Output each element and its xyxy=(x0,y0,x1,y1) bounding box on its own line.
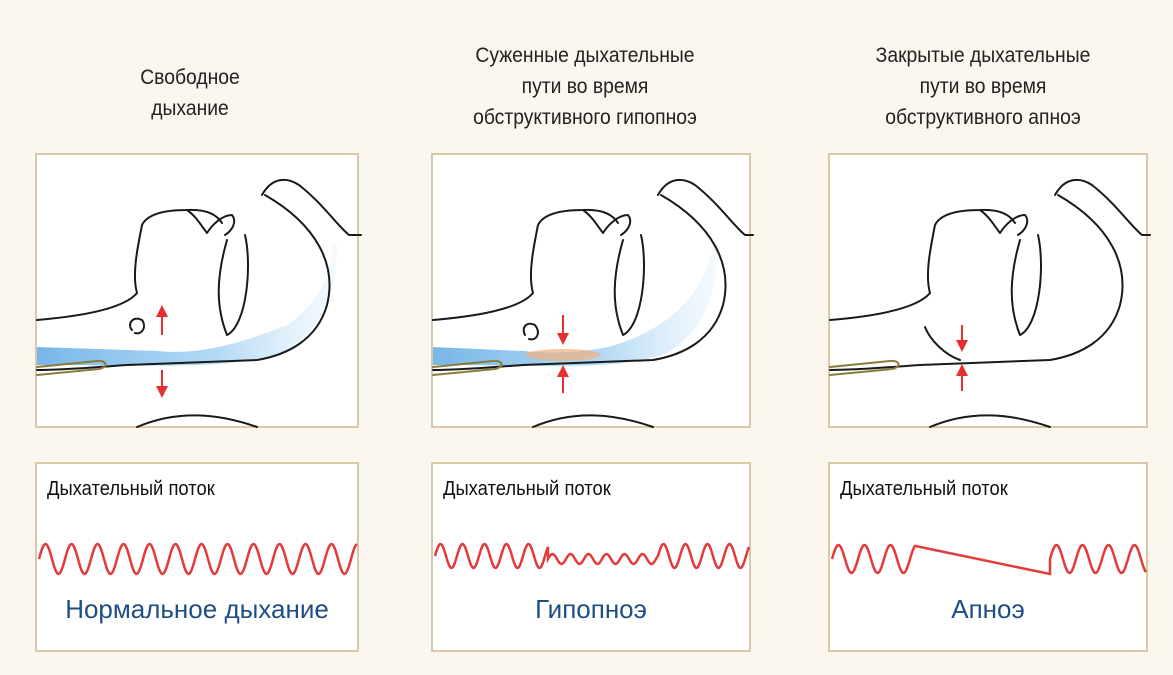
tongue-outline xyxy=(219,235,248,335)
obstruction-shading xyxy=(525,349,601,361)
collapsed-airway-outline xyxy=(925,327,960,360)
arrow-up-head xyxy=(156,305,168,317)
skull-outline xyxy=(262,180,361,235)
airway-illustration-normal xyxy=(37,155,361,430)
throat-outline xyxy=(830,195,1122,370)
flow-name: Гипопноэ xyxy=(433,594,749,625)
uvula-outline xyxy=(524,324,538,340)
nose-outline xyxy=(830,210,1015,320)
flow-name: Апноэ xyxy=(830,594,1146,625)
flow-panel-normal: Дыхательный поток Нормальное дыхание xyxy=(35,462,359,652)
flow-panel-hypopnea: Дыхательный поток Гипопноэ xyxy=(431,462,751,652)
arrow-down-head xyxy=(156,386,168,398)
arrow-down-head xyxy=(956,340,968,352)
breathing-wave xyxy=(435,544,749,568)
nose-outline xyxy=(433,210,618,320)
flow-wave-normal xyxy=(37,464,361,654)
airway-panel-apnea xyxy=(828,153,1148,428)
arrow-down-head xyxy=(557,333,569,345)
airway-panel-hypopnea xyxy=(431,153,751,428)
chin-outline xyxy=(137,415,257,427)
flow-name: Нормальное дыхание xyxy=(37,594,357,625)
throat-outline xyxy=(433,195,725,370)
nose-outline xyxy=(37,210,222,320)
airflow-shading xyxy=(433,245,718,366)
breathing-wave xyxy=(832,545,1146,574)
airway-illustration-apnea xyxy=(830,155,1150,430)
tongue-outline xyxy=(615,235,644,335)
airway-panel-normal xyxy=(35,153,359,428)
breathing-wave xyxy=(39,544,357,574)
chin-outline xyxy=(533,415,653,427)
chin-outline xyxy=(930,415,1050,427)
column-title-hypopnea: Суженные дыхательные пути во время обстр… xyxy=(433,40,737,133)
column-title-normal: Свободное дыхание xyxy=(89,62,291,124)
arrow-up-head xyxy=(557,365,569,377)
arrow-up-head xyxy=(956,364,968,376)
tongue-outline xyxy=(1012,235,1041,335)
uvula-outline xyxy=(130,319,144,334)
column-title-apnea: Закрытые дыхательные пути во время обстр… xyxy=(831,40,1135,133)
flow-wave-apnea xyxy=(830,464,1150,654)
flow-wave-hypopnea xyxy=(433,464,753,654)
airway-illustration-hypopnea xyxy=(433,155,753,430)
skull-outline xyxy=(658,180,753,235)
flow-panel-apnea: Дыхательный поток Апноэ xyxy=(828,462,1148,652)
skull-outline xyxy=(1055,180,1150,235)
